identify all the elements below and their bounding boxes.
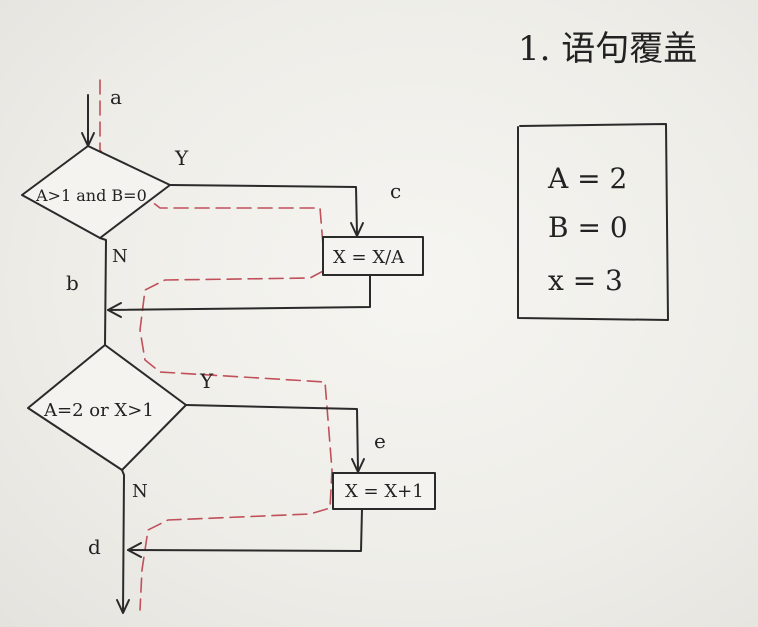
test-case-box: A = 2 B = 0 x = 3 <box>517 123 669 321</box>
merge-2 <box>116 469 363 614</box>
test-value-b: B = 0 <box>548 211 628 244</box>
yes-label-2: Y <box>199 369 214 393</box>
decision-1-label: A>1 and B=0 <box>35 186 147 205</box>
process-1: X = X/A <box>322 236 424 276</box>
label-b: b <box>66 271 79 295</box>
test-value-x: x = 3 <box>548 264 623 297</box>
page-title: 1. 语句覆盖 <box>518 29 697 69</box>
decision-2-label: A=2 or X>1 <box>43 400 154 421</box>
no-label-1: N <box>112 246 128 267</box>
no-label-2: N <box>132 481 148 502</box>
entry-arrow <box>81 94 95 147</box>
branch-yes-1 <box>169 184 364 237</box>
process-2: X = X+1 <box>332 472 436 510</box>
label-c: c <box>390 179 401 203</box>
branch-yes-2 <box>185 404 365 473</box>
test-value-a: A = 2 <box>547 162 627 195</box>
process-1-shape <box>322 236 424 276</box>
decision-2: A=2 or X>1 <box>27 344 187 471</box>
execution-path <box>99 79 333 611</box>
label-e: e <box>374 429 386 453</box>
process-1-label: X = X/A <box>333 247 405 268</box>
process-2-label: X = X+1 <box>345 481 424 502</box>
process-2-shape <box>332 472 436 510</box>
yes-label-1: Y <box>174 146 189 170</box>
label-d: d <box>88 535 101 559</box>
decision-1: A>1 and B=0 <box>21 145 171 239</box>
merge-1 <box>99 237 371 346</box>
test-case-border <box>517 123 669 321</box>
label-a: a <box>110 85 122 109</box>
